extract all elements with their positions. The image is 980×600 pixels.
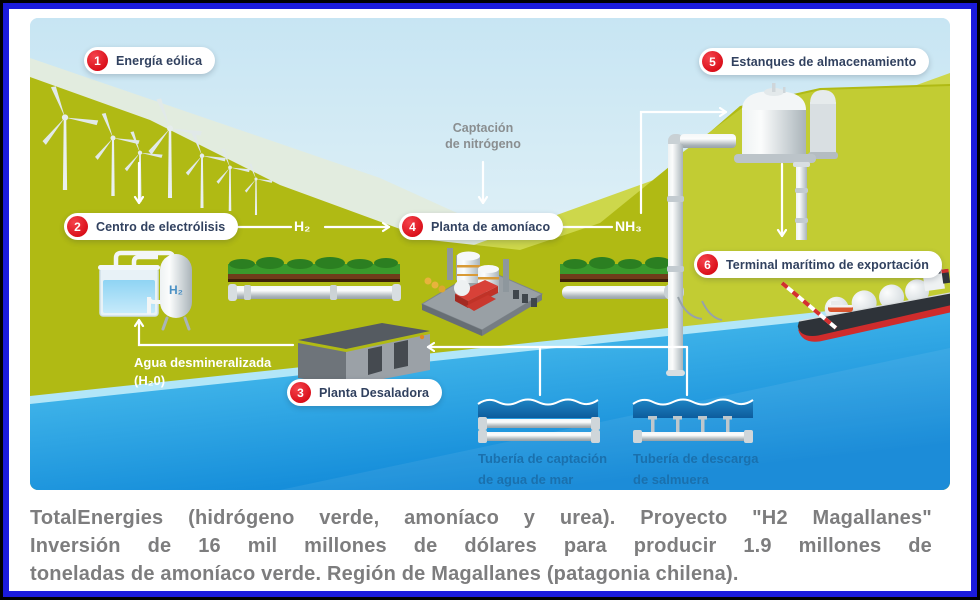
agua-note-line2: (H₂0) <box>134 373 166 388</box>
sea-water <box>30 306 950 490</box>
ship-illustration <box>797 265 950 342</box>
step-label-3: Planta Desaladora <box>319 385 430 400</box>
step-terminal-maritimo: 6 Terminal marítimo de exportación <box>694 251 943 278</box>
step-estanques: 5 Estanques de almacenamiento <box>699 48 930 75</box>
nitrogen-capture-note: Captación de nitrógeno <box>425 120 541 152</box>
step-badge-6: 6 <box>697 254 718 275</box>
caption-block: TotalEnergies (hidrógeno verde, amoníaco… <box>30 504 932 588</box>
caption-line-1: TotalEnergies (hidrógeno verde, amoníaco… <box>30 507 932 529</box>
caption-line-2: Inversión de 16 mil millones de dólares … <box>30 535 932 557</box>
storage-tanks-illustration <box>734 83 838 240</box>
step-badge-4: 4 <box>402 216 423 237</box>
step-badge-1: 1 <box>87 50 108 71</box>
scene-artwork: H₂ <box>30 18 950 490</box>
step-planta-amoniaco: 4 Planta de amoníaco <box>399 213 564 240</box>
brine-pipe-note: Tubería de descarga de salmuera <box>633 448 758 490</box>
brine-discharge-illustration <box>632 398 754 443</box>
ammonia-plant-illustration <box>420 248 544 336</box>
h2-pipeline-illustration <box>228 257 401 301</box>
step-planta-desaladora: 3 Planta Desaladora <box>287 379 443 406</box>
h2-vessel-label: H₂ <box>169 283 183 297</box>
nitrogen-note-line1: Captación <box>452 121 514 135</box>
flow-arrows <box>139 112 782 397</box>
electrolysis-illustration: H₂ <box>98 250 192 331</box>
nh3-flow-label: NH₃ <box>615 218 642 234</box>
arrow-nh3-to-tanks <box>639 112 728 215</box>
nitrogen-note-line2: de nitrógeno <box>445 137 521 151</box>
step-energia-eolica: 1 Energía eólica <box>84 47 216 74</box>
agua-note-line1: Agua desmineralizada <box>134 355 272 370</box>
h2-flow-label: H₂ <box>294 218 311 234</box>
step-badge-5: 5 <box>702 51 723 72</box>
step-centro-electrolisis: 2 Centro de electrólisis <box>64 213 239 240</box>
brine-note-line2: de salmuera <box>633 472 709 487</box>
step-label-6: Terminal marítimo de exportación <box>726 257 930 272</box>
seawater-intake-illustration <box>477 398 600 443</box>
caption-line-3: toneladas de amoníaco verde. Región de M… <box>30 563 739 585</box>
sea-highlight <box>280 348 950 490</box>
intake-note-line2: de agua de mar <box>478 472 574 487</box>
step-badge-3: 3 <box>290 382 311 403</box>
intake-note-line1: Tubería de captación <box>478 451 608 466</box>
brine-note-line1: Tubería de descarga <box>633 451 759 466</box>
step-label-4: Planta de amoníaco <box>431 219 551 234</box>
step-label-1: Energía eólica <box>116 53 203 68</box>
infographic-canvas: H₂ <box>30 18 950 490</box>
demineralized-water-note: Agua desmineralizada (H₂0) <box>134 354 271 390</box>
step-label-5: Estanques de almacenamiento <box>731 54 917 69</box>
step-badge-2: 2 <box>67 216 88 237</box>
arrow-water-to-electrolysis <box>139 318 295 347</box>
desalination-plant-illustration <box>298 323 430 386</box>
loading-arm-illustration <box>677 281 853 330</box>
step-label-2: Centro de electrólisis <box>96 219 226 234</box>
intake-pipe-note: Tubería de captación de agua de mar <box>478 448 607 490</box>
nh3-pipeline-illustration <box>560 134 736 376</box>
